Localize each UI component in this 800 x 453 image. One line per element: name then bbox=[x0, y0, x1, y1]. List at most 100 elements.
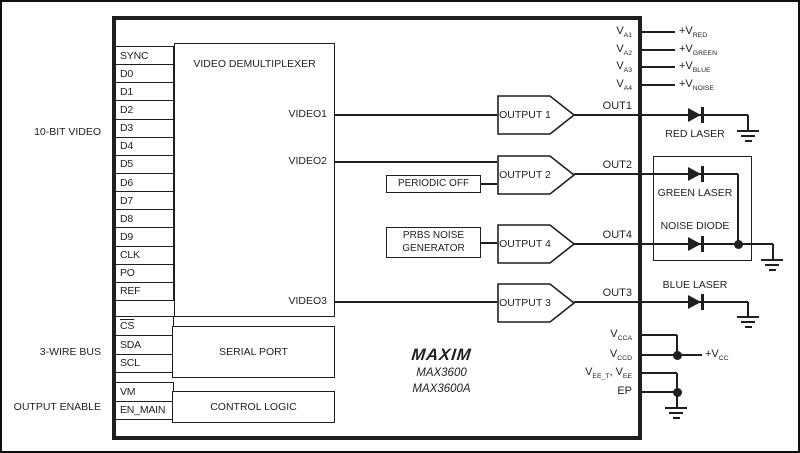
pin-cs: CS bbox=[116, 317, 174, 336]
pin-d8: D8 bbox=[116, 210, 174, 229]
wire-ep bbox=[642, 391, 677, 393]
label-vnoise: +VNOISE bbox=[679, 78, 714, 93]
junction-dot-noise bbox=[733, 239, 743, 249]
block-serial-port: SERIAL PORT bbox=[172, 326, 335, 378]
wire-video1 bbox=[335, 113, 497, 116]
wire-va3 bbox=[642, 66, 675, 68]
label-vgreen: +VGREEN bbox=[679, 42, 717, 57]
pin-va2: VA2 bbox=[616, 42, 632, 57]
bus-label-output-enable: OUTPUT ENABLE bbox=[13, 401, 101, 413]
wire-video2 bbox=[335, 160, 497, 163]
pin-out4: OUT4 bbox=[602, 228, 632, 241]
pin-d4: D4 bbox=[116, 137, 174, 156]
noise-diode-icon bbox=[688, 236, 701, 251]
maxim-logo: MAXIM bbox=[410, 346, 473, 364]
amp-output2: OUTPUT 2 bbox=[497, 154, 576, 195]
pin-stack-video: SYNC D0 D1 D2 D3 D4 D5 D6 D7 D8 D9 CLK P… bbox=[116, 46, 174, 301]
junction-dot-ep bbox=[672, 388, 682, 397]
noise-diode-bar-icon bbox=[701, 235, 704, 252]
pin-out3: OUT3 bbox=[602, 287, 632, 299]
wire-green-noise-link bbox=[736, 174, 739, 244]
pin-out1: OUT1 bbox=[602, 99, 632, 112]
pin-d7: D7 bbox=[116, 192, 174, 211]
wire-video3 bbox=[335, 300, 497, 303]
green-laser-diode-bar-icon bbox=[701, 166, 704, 182]
wire-vcca bbox=[642, 334, 677, 336]
wire-out2 bbox=[574, 173, 738, 175]
wire-vccd bbox=[642, 353, 702, 356]
pin-sync: SYNC bbox=[116, 47, 174, 66]
ground-icon-blue bbox=[737, 316, 759, 331]
pin-scl: SCL bbox=[116, 354, 174, 374]
bus-label-3-wire-bus: 3-WIRE BUS bbox=[39, 346, 101, 358]
part-number-max3600: MAX3600 bbox=[416, 367, 467, 379]
label-red-laser: RED LASER bbox=[665, 128, 725, 140]
blue-laser-diode-icon bbox=[688, 294, 701, 309]
red-laser-diode-bar-icon bbox=[701, 106, 704, 123]
wire-va1 bbox=[642, 31, 675, 33]
blue-laser-diode-bar-icon bbox=[701, 293, 704, 310]
label-green-laser: GREEN LASER bbox=[657, 187, 733, 199]
wire-va2 bbox=[642, 48, 675, 51]
pin-stack-enable: VM EN_MAIN bbox=[116, 382, 174, 420]
block-control-logic: CONTROL LOGIC bbox=[172, 391, 335, 423]
label-noise-diode: NOISE DIODE bbox=[660, 220, 730, 232]
demux-out-video1: VIDEO1 bbox=[288, 108, 327, 120]
green-laser-diode-icon bbox=[688, 167, 701, 181]
wire-vee bbox=[642, 372, 677, 374]
pin-vm: VM bbox=[116, 383, 174, 402]
ground-icon-red bbox=[737, 130, 759, 145]
label-vblue: +VBLUE bbox=[679, 60, 711, 75]
pin-stack-serial: CS SDA SCL bbox=[116, 316, 174, 374]
pin-va4: VA4 bbox=[616, 78, 632, 93]
pin-sda: SDA bbox=[116, 335, 174, 355]
label-blue-laser: BLUE LASER bbox=[662, 279, 728, 291]
amp-output2-shape bbox=[497, 154, 576, 195]
amp-output3: OUTPUT 3 bbox=[497, 282, 576, 323]
wire-red-ground-drop bbox=[747, 114, 749, 130]
pin-d0: D0 bbox=[116, 65, 174, 84]
label-vred: +VRED bbox=[679, 25, 708, 40]
amp-output1: OUTPUT 1 bbox=[497, 95, 576, 135]
block-periodic-off: PERIODIC OFF bbox=[386, 174, 481, 193]
wire-out3 bbox=[574, 300, 748, 303]
wire-out1 bbox=[574, 113, 748, 116]
wire-periodic-off bbox=[481, 182, 497, 185]
pin-va3: VA3 bbox=[616, 60, 632, 75]
amp-output2-label: OUTPUT 2 bbox=[499, 168, 551, 181]
amp-output4-label: OUTPUT 4 bbox=[499, 238, 551, 250]
ground-icon-noise bbox=[761, 258, 783, 274]
demux-out-video3: VIDEO3 bbox=[288, 295, 327, 307]
green-noise-enclosure bbox=[653, 156, 752, 261]
pin-d1: D1 bbox=[116, 83, 174, 102]
amp-output4-shape bbox=[497, 224, 576, 264]
pin-po: PO bbox=[116, 264, 174, 283]
pin-en-main: EN_MAIN bbox=[116, 401, 174, 420]
amp-output3-shape bbox=[497, 282, 576, 323]
wire-out4 bbox=[574, 242, 738, 245]
wire-noise-ground-drop bbox=[771, 243, 774, 259]
pin-d2: D2 bbox=[116, 101, 174, 120]
amp-output1-label: OUTPUT 1 bbox=[499, 109, 551, 121]
chip-outline bbox=[112, 16, 642, 440]
wire-blue-ground-drop bbox=[747, 301, 749, 316]
block-prbs-noise-generator: PRBS NOISE GENERATOR bbox=[386, 227, 481, 258]
pin-d3: D3 bbox=[116, 119, 174, 138]
pin-d9: D9 bbox=[116, 228, 174, 247]
wire-vcc-link bbox=[676, 335, 678, 355]
block-video-demultiplexer: VIDEO DEMULTIPLEXER bbox=[174, 43, 335, 317]
red-laser-diode-icon bbox=[688, 107, 701, 122]
block-video-demultiplexer-title: VIDEO DEMULTIPLEXER bbox=[193, 58, 316, 70]
amp-output1-shape bbox=[497, 95, 576, 135]
amp-output3-label: OUTPUT 3 bbox=[499, 296, 551, 309]
junction-dot-vcc bbox=[672, 350, 682, 360]
pin-vee: VEE_T, VEE bbox=[585, 366, 632, 381]
pin-vccd: VCCD bbox=[609, 347, 632, 362]
amp-output4: OUTPUT 4 bbox=[497, 224, 576, 264]
ground-icon-ep bbox=[665, 406, 687, 422]
pin-d6: D6 bbox=[116, 173, 174, 193]
wire-noise-to-ground bbox=[737, 242, 773, 245]
bus-label-10bit-video: 10-BIT VIDEO bbox=[34, 126, 101, 138]
wire-va4 bbox=[642, 84, 675, 86]
